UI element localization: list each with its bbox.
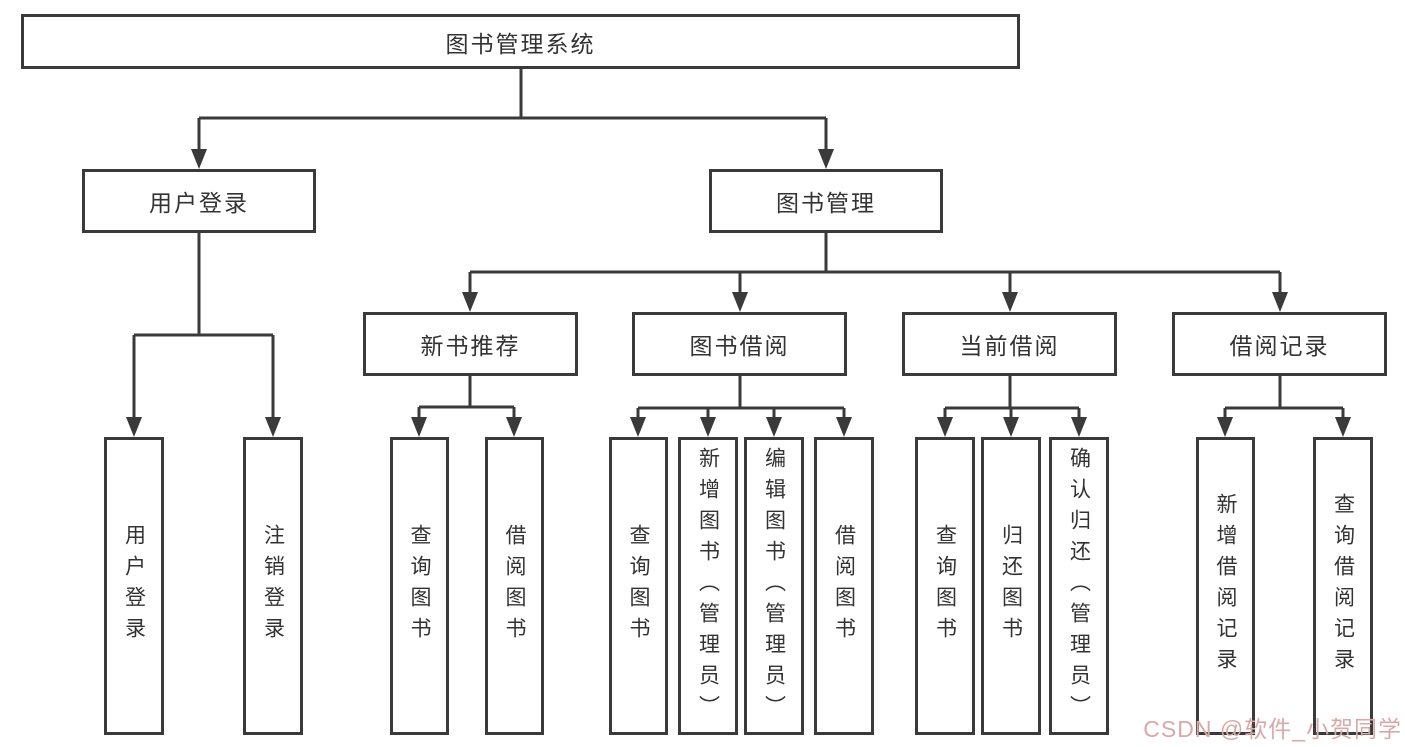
node-book-management: 图书管理 bbox=[709, 169, 943, 233]
leaf-query-books-current: 查询图书 bbox=[915, 437, 975, 735]
leaf-borrow-books-recommend: 借阅图书 bbox=[485, 437, 544, 735]
connector-bookborrow-to-leaves bbox=[636, 376, 846, 421]
node-user-login: 用户登录 bbox=[82, 169, 316, 233]
leaf-borrow-books: 借阅图书 bbox=[814, 437, 874, 735]
leaf-query-borrow-record: 查询借阅记录 bbox=[1313, 437, 1373, 735]
node-book-borrow: 图书借阅 bbox=[632, 312, 847, 376]
connector-bookmgmt-to-level3 bbox=[468, 233, 1282, 296]
connector-root-to-level2 bbox=[197, 69, 828, 152]
connector-records-to-leaves bbox=[1223, 376, 1345, 421]
leaf-return-books: 归还图书 bbox=[981, 437, 1041, 735]
leaf-query-books-recommend: 查询图书 bbox=[390, 437, 449, 735]
node-borrow-records: 借阅记录 bbox=[1172, 312, 1387, 376]
leaf-add-borrow-record: 新增借阅记录 bbox=[1196, 437, 1255, 735]
connector-newbook-to-leaves bbox=[417, 376, 516, 421]
connector-currentborrow-to-leaves bbox=[943, 376, 1081, 421]
leaf-user-login: 用户登录 bbox=[104, 437, 164, 735]
connector-userlogin-to-leaves bbox=[132, 233, 275, 421]
leaf-confirm-return-admin: 确认归还（管理员） bbox=[1049, 437, 1109, 735]
node-new-book-recommend: 新书推荐 bbox=[363, 312, 578, 376]
node-library-management-system: 图书管理系统 bbox=[21, 14, 1020, 69]
node-current-borrow: 当前借阅 bbox=[902, 312, 1117, 376]
leaf-add-books-admin: 新增图书（管理员） bbox=[678, 437, 738, 735]
leaf-edit-books-admin: 编辑图书（管理员） bbox=[744, 437, 804, 735]
leaf-query-books-borrow: 查询图书 bbox=[609, 437, 668, 735]
leaf-logout: 注销登录 bbox=[243, 437, 303, 735]
